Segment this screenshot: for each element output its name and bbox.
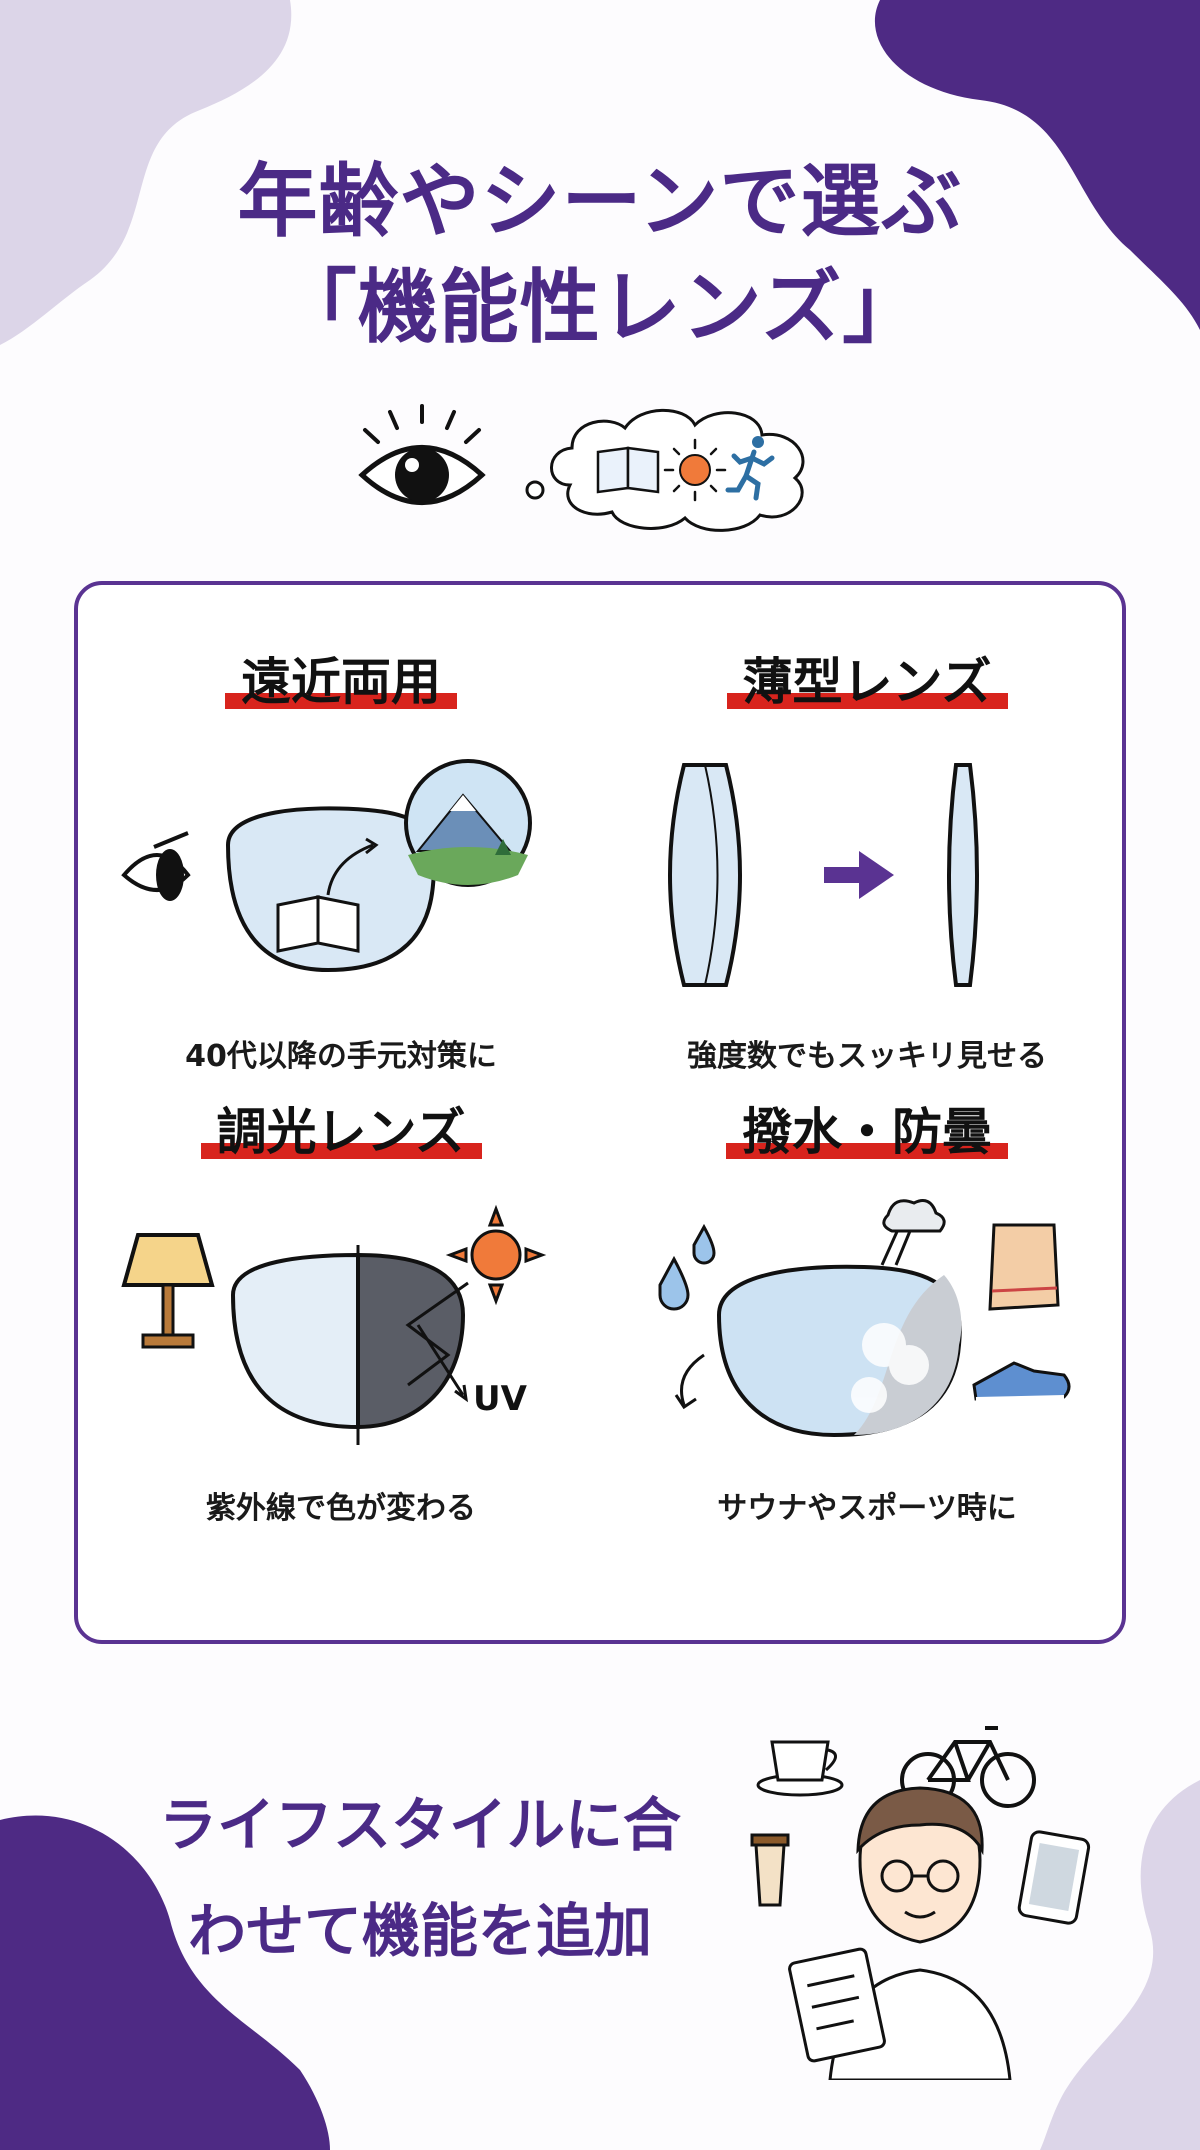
page-title-line2: 「機能性レンズ」 bbox=[276, 261, 924, 354]
open-book-icon bbox=[276, 895, 360, 953]
coffee-to-go-icon bbox=[750, 1833, 790, 1907]
tablet-icon bbox=[1017, 1830, 1091, 1925]
antifog-illustration bbox=[658, 1199, 1071, 1438]
progressive-lens-illustration bbox=[121, 759, 532, 973]
tinted-lens-half bbox=[356, 1252, 466, 1430]
feature-title-thin-lens: 薄型レンズ bbox=[726, 655, 1008, 710]
feature-title-progressive: 遠近両用 bbox=[225, 655, 457, 710]
slim-lens-shape bbox=[947, 763, 979, 987]
coffee-cup-icon bbox=[756, 1740, 844, 1797]
feature-caption-photochromic: 紫外線で色が変わる bbox=[206, 1491, 476, 1526]
sneaker-icon bbox=[972, 1361, 1071, 1401]
clipboard-icon bbox=[788, 1947, 886, 2063]
feature-card: 遠近両用 bbox=[74, 581, 1126, 1644]
bottom-message-line2: わせて機能を追加 bbox=[187, 1897, 652, 1965]
feature-photochromic: 調光レンズ bbox=[78, 1105, 604, 1625]
sun-icon bbox=[445, 1204, 547, 1306]
thought-bubble bbox=[550, 408, 805, 532]
side-eye-icon bbox=[121, 831, 191, 901]
hero-illustration bbox=[358, 404, 805, 532]
sun-icon bbox=[663, 438, 727, 502]
feature-caption-thin-lens: 強度数でもスッキリ見せる bbox=[687, 1039, 1047, 1074]
feature-caption-water-repellent: サウナやスポーツ時に bbox=[717, 1491, 1017, 1526]
persona-illustration bbox=[750, 1726, 1091, 2080]
book-icon bbox=[596, 446, 660, 494]
uv-label: UV bbox=[473, 1379, 528, 1419]
blob-bottom-left bbox=[0, 1815, 330, 2150]
towel-icon bbox=[988, 1223, 1060, 1311]
photochromic-illustration: UV bbox=[121, 1204, 547, 1445]
runner-icon bbox=[725, 436, 775, 501]
mountain-scene-icon bbox=[404, 759, 532, 887]
bottom-message-line1: ライフスタイルに合 bbox=[158, 1791, 681, 1859]
blob-bottom-right bbox=[1040, 1780, 1200, 2150]
arrow-right-icon bbox=[824, 851, 894, 899]
page-title-line1: 年齢やシーンで選ぶ bbox=[237, 155, 963, 248]
thick-lens-shape bbox=[668, 763, 742, 987]
lamp-icon bbox=[121, 1233, 215, 1349]
feature-water-repellent: 撥水・防曇 bbox=[604, 1105, 1130, 1625]
feature-caption-progressive: 40代以降の手元対策に bbox=[185, 1039, 497, 1074]
steam-icon bbox=[880, 1199, 946, 1266]
water-drop-icon bbox=[658, 1223, 716, 1311]
blob-top-right bbox=[874, 0, 1200, 330]
feature-title-photochromic: 調光レンズ bbox=[200, 1105, 482, 1160]
feature-thin-lens: 薄型レンズ 強度数でもスッキリ見せる bbox=[604, 585, 1130, 1105]
feature-title-water-repellent: 撥水・防曇 bbox=[726, 1105, 1008, 1160]
clear-lens-half bbox=[230, 1252, 360, 1430]
eye-icon bbox=[358, 404, 486, 505]
thin-lens-illustration bbox=[668, 763, 979, 987]
feature-progressive: 遠近両用 bbox=[78, 585, 604, 1105]
blob-top-left bbox=[0, 0, 292, 345]
